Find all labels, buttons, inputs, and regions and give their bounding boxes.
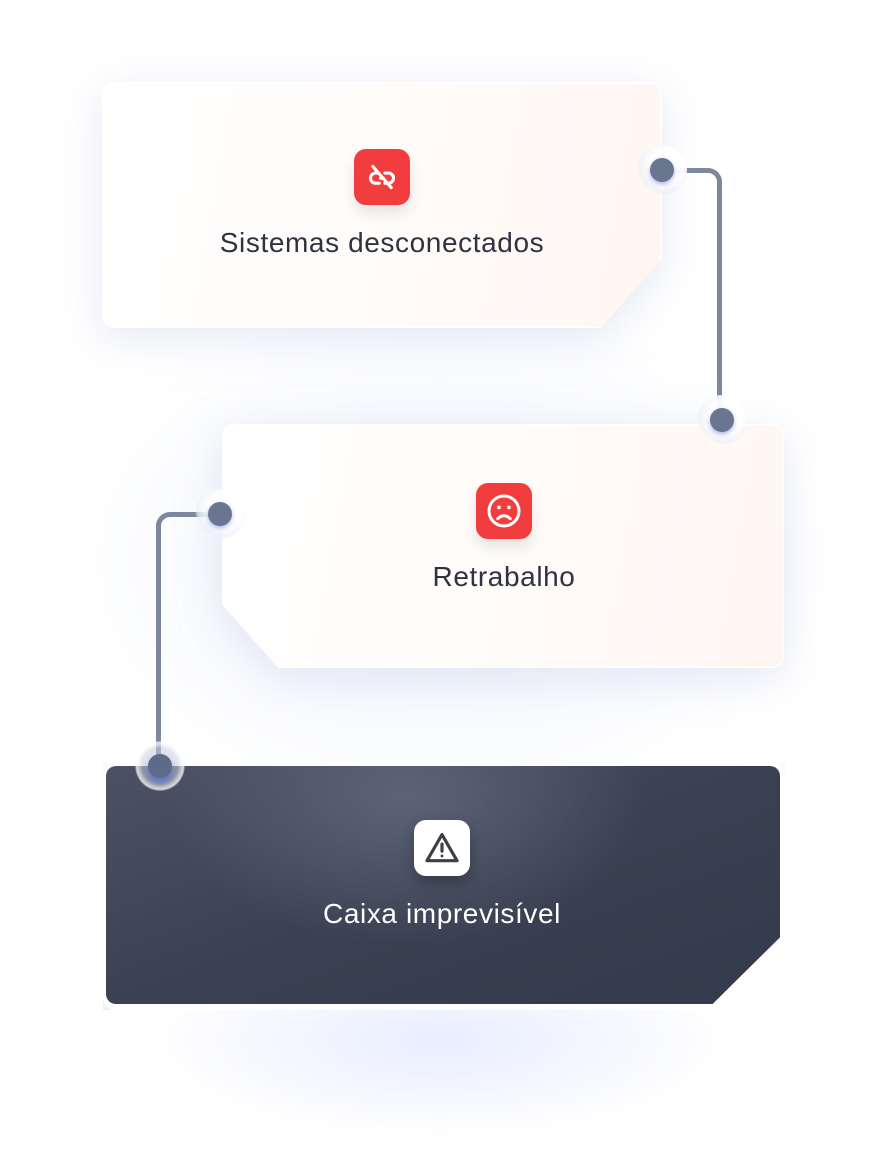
card-title: Retrabalho [432,561,576,592]
connector-dot [208,502,232,526]
sad-face-icon [475,483,532,539]
card-retrabalho: Retrabalho [222,424,784,668]
card-title: Sistemas desconectados [219,227,545,258]
connector-dot [710,408,734,432]
connector-line-1-to-2 [662,168,722,420]
warning-triangle-icon [413,820,470,876]
connector-dot [148,754,172,778]
connector-dot [650,158,674,182]
card-caixa-imprevisivel: Caixa imprevisível [106,766,780,1004]
connector-node [697,395,747,445]
connector-line-2-to-3 [156,512,220,766]
card-background [102,82,662,328]
connector-node [637,145,687,195]
card-sistemas-desconectados: Sistemas desconectados [102,82,662,328]
card-background [222,424,784,668]
card-background [106,766,780,1004]
card-title: Caixa imprevisível [323,898,561,929]
unlink-icon [353,149,410,205]
connector-node [195,489,245,539]
connector-node [135,741,185,791]
